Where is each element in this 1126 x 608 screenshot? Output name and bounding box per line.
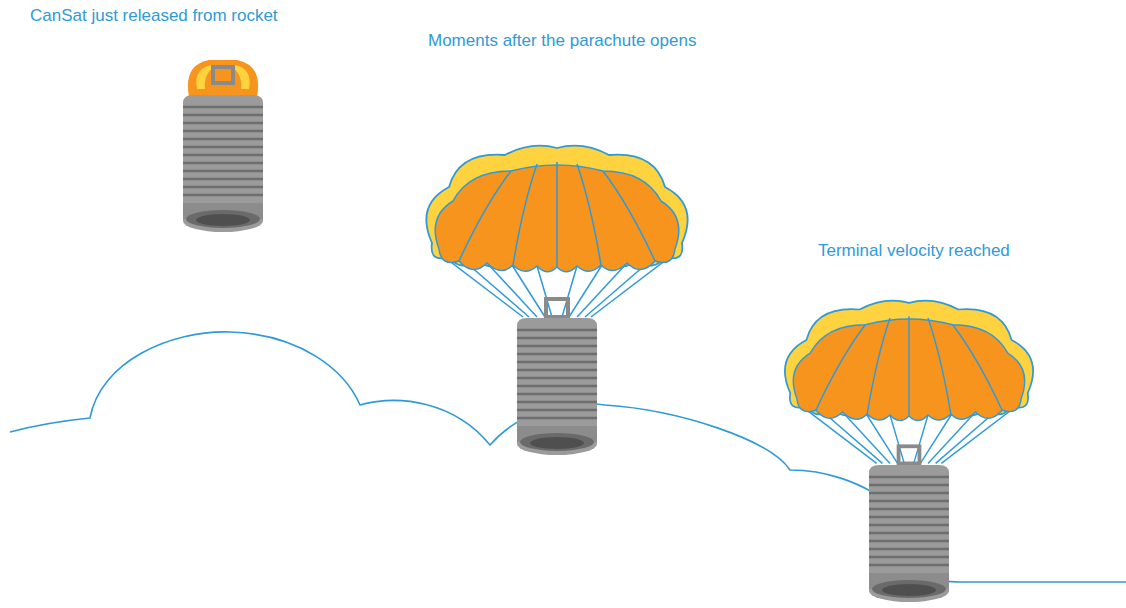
stage-label: Moments after the parachute opens (428, 31, 696, 51)
parachute (785, 301, 1033, 464)
stage-label: Terminal velocity reached (818, 241, 1010, 261)
cansat-body (183, 95, 263, 232)
cansat-parachute-opening (426, 146, 687, 455)
stage-label: CanSat just released from rocket (30, 6, 278, 26)
cansat-body (517, 318, 597, 455)
cansat-terminal-velocity (785, 301, 1033, 602)
packed-parachute (188, 60, 258, 97)
cansat-released (183, 60, 263, 232)
cansat-body (869, 465, 949, 602)
parachute (426, 146, 687, 317)
can-loop (213, 67, 233, 83)
